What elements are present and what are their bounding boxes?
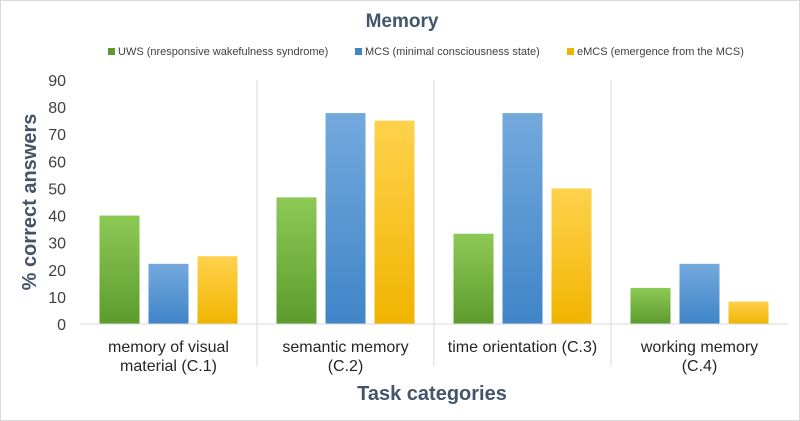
category-label: (C.2) bbox=[328, 358, 364, 375]
y-tick-label: 90 bbox=[48, 73, 66, 90]
x-axis-title: Task categories bbox=[357, 383, 507, 405]
chart-title: Memory bbox=[366, 11, 439, 32]
bar bbox=[728, 301, 769, 324]
bar bbox=[276, 197, 317, 324]
y-axis-ticks: 0 10 20 30 40 50 60 70 80 90 bbox=[48, 73, 66, 334]
bar bbox=[502, 113, 543, 324]
category-labels: memory of visual material (C.1) semantic m… bbox=[108, 339, 758, 375]
bar bbox=[374, 120, 415, 325]
legend-item: eMCS (emergence from the MCS) bbox=[567, 46, 744, 58]
bar bbox=[99, 215, 140, 324]
y-tick-label: 30 bbox=[48, 236, 66, 253]
bar bbox=[453, 233, 494, 324]
category-label: semantic memory bbox=[282, 339, 408, 356]
y-axis-title: % correct answers bbox=[19, 114, 41, 291]
legend-label: eMCS (emergence from the MCS) bbox=[577, 46, 744, 58]
bar bbox=[630, 287, 671, 324]
category-label: memory of visual bbox=[108, 339, 229, 356]
y-tick-label: 10 bbox=[48, 290, 66, 307]
legend-swatch bbox=[108, 48, 115, 55]
y-tick-label: 80 bbox=[48, 100, 66, 117]
category-label: (C.4) bbox=[682, 358, 718, 375]
bar bbox=[197, 256, 238, 324]
legend-item: MCS (minimal consciousness state) bbox=[355, 46, 540, 58]
legend: UWS (nresponsive wakefulness syndrome) MC… bbox=[108, 46, 744, 58]
y-tick-label: 20 bbox=[48, 263, 66, 280]
legend-item: UWS (nresponsive wakefulness syndrome) bbox=[108, 46, 328, 58]
legend-swatch bbox=[355, 48, 362, 55]
y-tick-label: 50 bbox=[48, 181, 66, 198]
legend-label: MCS (minimal consciousness state) bbox=[365, 46, 540, 58]
category-label: time orientation (C.3) bbox=[448, 339, 597, 356]
y-tick-label: 0 bbox=[57, 317, 66, 334]
bar bbox=[679, 263, 720, 324]
bar bbox=[551, 188, 592, 324]
y-tick-label: 60 bbox=[48, 154, 66, 171]
bar bbox=[148, 263, 189, 324]
category-separators bbox=[256, 80, 612, 366]
category-label: working memory bbox=[640, 339, 758, 356]
legend-swatch bbox=[567, 48, 574, 55]
y-tick-label: 40 bbox=[48, 209, 66, 226]
category-label: material (C.1) bbox=[120, 358, 217, 375]
bar bbox=[325, 113, 366, 324]
bars bbox=[99, 113, 769, 325]
y-tick-label: 70 bbox=[48, 127, 66, 144]
legend-label: UWS (nresponsive wakefulness syndrome) bbox=[118, 46, 328, 58]
